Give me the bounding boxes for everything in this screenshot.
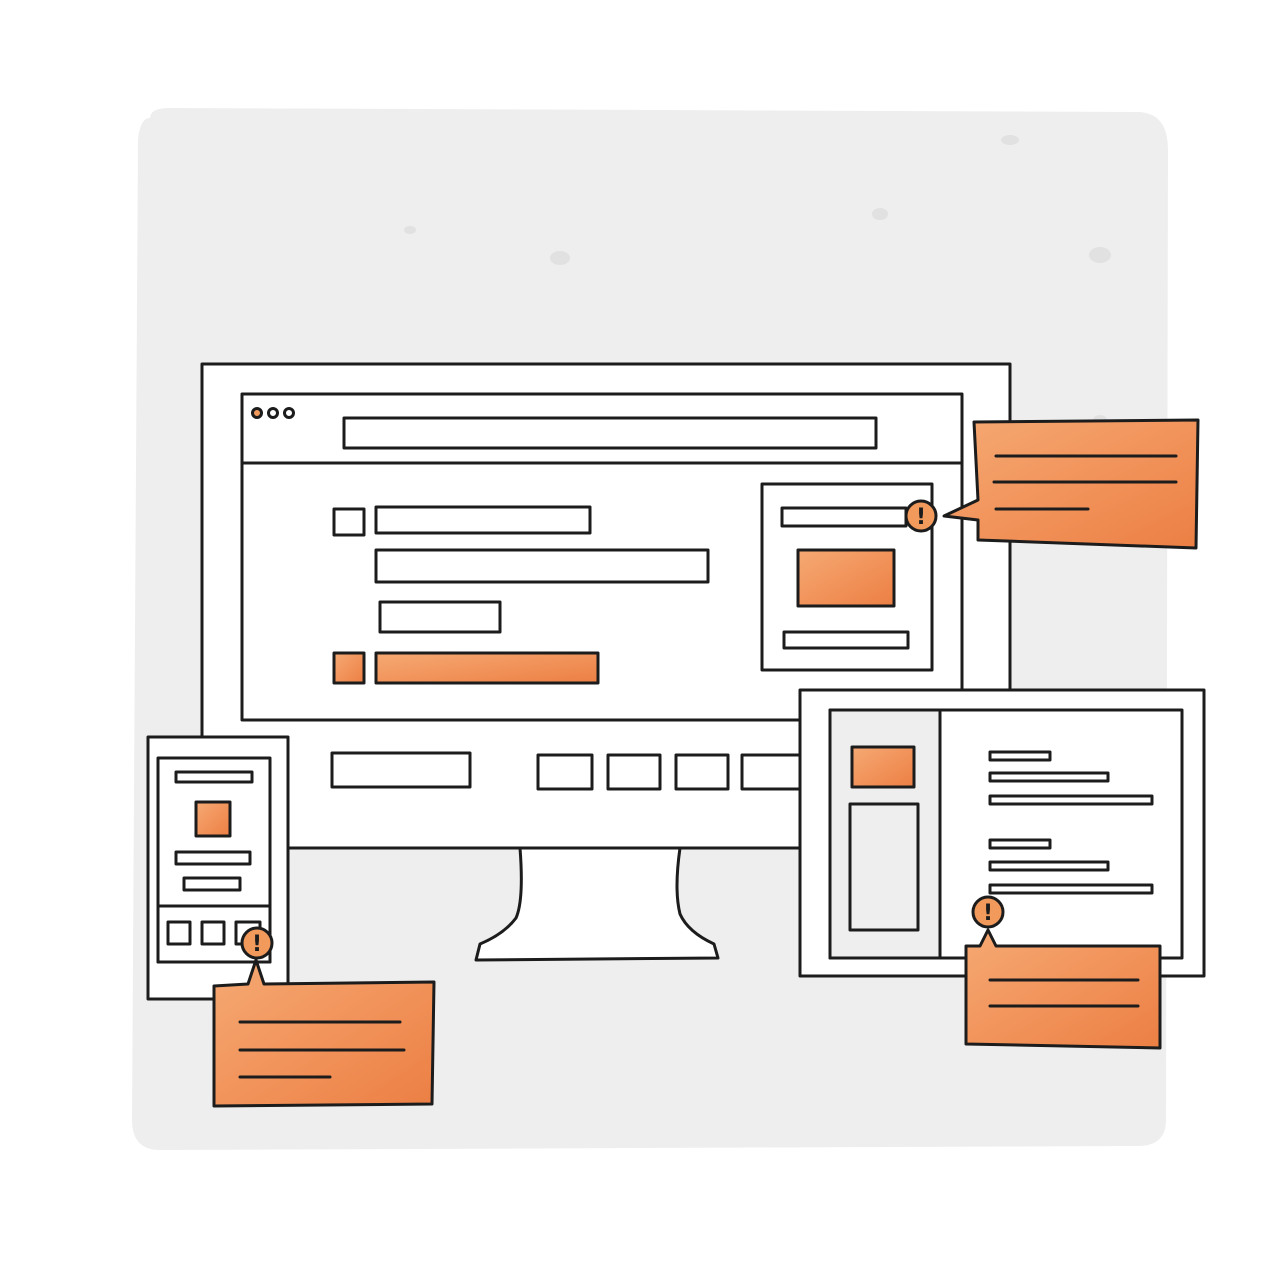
tablet-text-line <box>988 883 1154 895</box>
window-maximize-dot[interactable] <box>283 407 295 419</box>
address-bar[interactable] <box>342 416 878 450</box>
tablet-text-line <box>988 771 1110 783</box>
monitor-button[interactable] <box>674 753 730 791</box>
content-line-highlight <box>374 651 600 685</box>
side-card-caption-line <box>782 630 910 650</box>
tablet-sidebar-panel <box>848 802 920 932</box>
window-minimize-dot[interactable] <box>267 407 279 419</box>
content-line <box>374 505 592 535</box>
phone-text-line <box>182 876 242 892</box>
side-card-title-line <box>780 506 908 528</box>
monitor-button[interactable] <box>606 753 662 791</box>
tablet-text-line <box>988 860 1110 872</box>
alert-callout-phone: ! <box>212 926 436 1108</box>
content-line <box>378 600 502 634</box>
alert-icon[interactable] <box>971 895 1005 929</box>
tablet-text-line <box>988 838 1052 850</box>
alert-callout-tablet: ! <box>964 895 1162 1050</box>
tablet-text-line <box>988 750 1052 762</box>
alert-bubble <box>964 928 1162 1050</box>
desktop-monitor <box>200 362 1012 962</box>
phone-text-line <box>174 850 252 866</box>
tablet-text-line <box>988 794 1154 806</box>
alert-icon[interactable] <box>240 926 274 960</box>
phone-title-line <box>174 770 254 784</box>
alert-icon-glyph: ! <box>983 901 993 926</box>
phone-device <box>146 735 290 1001</box>
phone-button[interactable] <box>166 920 192 946</box>
row-checkbox[interactable] <box>332 507 366 537</box>
alert-callout-top: ! <box>904 418 1200 550</box>
side-card-image <box>796 548 896 608</box>
content-line <box>374 548 710 584</box>
alert-icon-glyph: ! <box>916 505 926 530</box>
monitor-button-wide[interactable] <box>330 751 472 789</box>
monitor-button[interactable] <box>740 753 802 791</box>
tablet-sidebar-thumbnail <box>850 745 916 789</box>
monitor-button[interactable] <box>536 753 594 791</box>
alert-bubble <box>942 418 1200 550</box>
phone-image <box>194 800 232 838</box>
alert-icon[interactable] <box>904 499 938 533</box>
tablet-device <box>798 688 1206 978</box>
alert-icon-glyph: ! <box>252 932 262 957</box>
row-checkbox-highlight[interactable] <box>332 651 366 685</box>
phone-button[interactable] <box>200 920 226 946</box>
alert-bubble <box>212 958 436 1108</box>
window-close-dot[interactable] <box>251 407 263 419</box>
monitor-stand <box>474 846 720 962</box>
